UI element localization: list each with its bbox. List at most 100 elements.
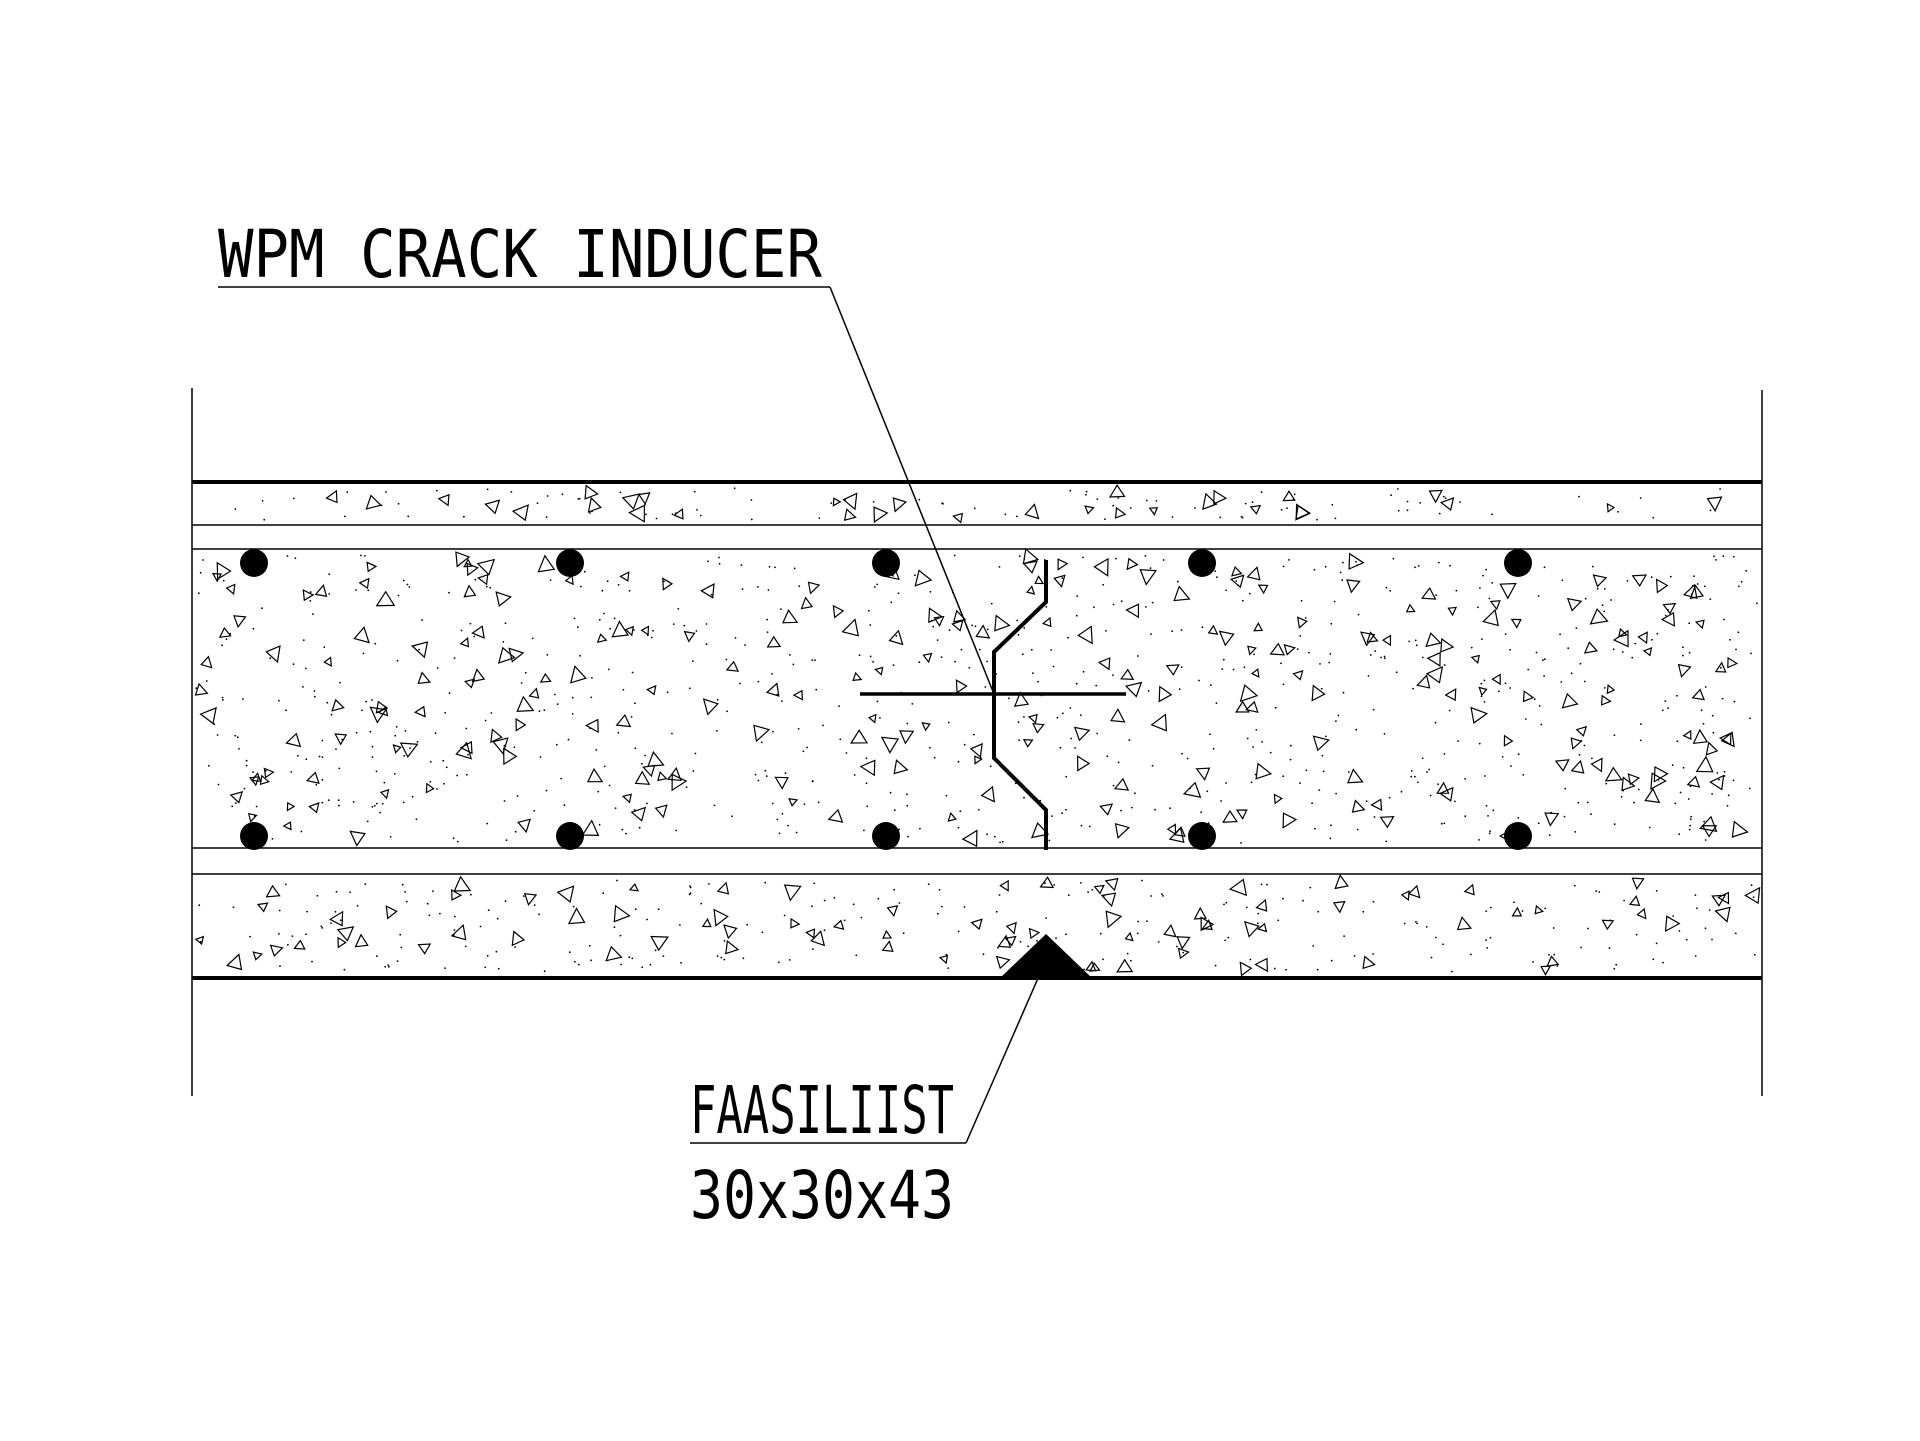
aggregate-dot bbox=[1622, 789, 1624, 792]
chamfer-strip-triangle bbox=[1000, 934, 1092, 978]
aggregate-dot bbox=[1745, 569, 1748, 572]
aggregate-dot bbox=[326, 701, 329, 704]
aggregate-dot bbox=[1574, 831, 1577, 833]
aggregate-dot bbox=[858, 654, 861, 656]
aggregate-mark bbox=[596, 633, 608, 644]
rebar bbox=[1504, 549, 1532, 577]
aggregate-dot bbox=[495, 950, 498, 953]
aggregate-mark bbox=[882, 929, 893, 939]
aggregate-mark bbox=[766, 635, 782, 648]
aggregate-dot bbox=[1639, 739, 1642, 742]
aggregate-dot bbox=[216, 734, 219, 736]
aggregate-dot bbox=[1504, 633, 1507, 635]
aggregate-dot bbox=[199, 571, 202, 574]
aggregate-dot bbox=[1438, 512, 1441, 515]
aggregate-dot bbox=[1689, 818, 1692, 821]
aggregate-dot bbox=[1023, 558, 1026, 560]
aggregate-dot bbox=[486, 822, 489, 825]
aggregate-dot bbox=[750, 518, 753, 521]
aggregate-dot bbox=[1150, 633, 1152, 635]
aggregate-dot bbox=[571, 696, 574, 699]
aggregate-dot bbox=[873, 586, 876, 588]
aggregate-dot bbox=[1171, 630, 1174, 633]
rebar bbox=[556, 822, 584, 850]
aggregate-mark bbox=[1583, 641, 1599, 654]
aggregate-dot bbox=[292, 663, 295, 666]
aggregate-dot bbox=[1575, 627, 1578, 629]
aggregate-dot bbox=[622, 688, 625, 691]
aggregate-mark bbox=[1013, 691, 1030, 707]
aggregate-dot bbox=[1096, 732, 1099, 735]
aggregate-dot bbox=[252, 771, 255, 773]
aggregate-dot bbox=[1459, 501, 1461, 503]
aggregate-mark bbox=[654, 804, 668, 819]
aggregate-dot bbox=[662, 955, 665, 957]
aggregate-mark bbox=[1470, 706, 1489, 724]
aggregate-dot bbox=[1542, 659, 1544, 662]
aggregate-dot bbox=[1137, 920, 1139, 923]
aggregate-dot bbox=[1655, 942, 1658, 945]
aggregate-dot bbox=[1112, 674, 1114, 676]
aggregate-dot bbox=[1296, 648, 1299, 650]
aggregate-dot bbox=[795, 831, 798, 834]
aggregate-dot bbox=[539, 756, 542, 758]
aggregate-dot bbox=[369, 730, 372, 733]
aggregate-dot bbox=[984, 686, 987, 688]
aggregate-mark bbox=[1642, 646, 1653, 657]
aggregate-dot bbox=[1331, 503, 1334, 506]
aggregate-dot bbox=[591, 677, 593, 679]
aggregate-dot bbox=[957, 760, 960, 763]
aggregate-dot bbox=[1112, 504, 1115, 507]
aggregate-dot bbox=[197, 592, 200, 595]
aggregate-mark bbox=[528, 687, 540, 699]
aggregate-dot bbox=[1661, 709, 1664, 712]
aggregate-dot bbox=[688, 687, 691, 690]
aggregate-mark bbox=[1686, 775, 1701, 788]
aggregate-dot bbox=[866, 805, 869, 808]
aggregate-dot bbox=[1487, 815, 1489, 817]
aggregate-mark bbox=[392, 744, 402, 754]
aggregate-dot bbox=[1448, 709, 1451, 712]
aggregate-dot bbox=[297, 754, 299, 757]
aggregate-dot bbox=[631, 957, 634, 960]
aggregate-dot bbox=[725, 658, 728, 661]
aggregate-dot bbox=[954, 660, 956, 663]
aggregate-dot bbox=[415, 818, 418, 821]
aggregate-mark bbox=[832, 919, 845, 931]
aggregate-dot bbox=[428, 914, 431, 917]
aggregate-dot bbox=[1232, 668, 1235, 671]
aggregate-dot bbox=[716, 955, 719, 957]
aggregate-dot bbox=[292, 497, 295, 500]
aggregate-dot bbox=[1406, 500, 1409, 503]
aggregate-dot bbox=[434, 732, 437, 734]
aggregate-mark bbox=[1201, 919, 1213, 931]
aggregate-dot bbox=[473, 635, 476, 638]
aggregate-dot bbox=[982, 953, 985, 956]
aggregate-dot bbox=[1337, 714, 1340, 717]
aggregate-dot bbox=[442, 759, 445, 762]
aggregate-dot bbox=[1088, 825, 1091, 828]
aggregate-mark bbox=[1695, 755, 1714, 773]
aggregate-dot bbox=[788, 654, 791, 656]
aggregate-dot bbox=[371, 756, 374, 758]
aggregate-mark bbox=[353, 626, 370, 644]
aggregate-dot bbox=[1419, 502, 1422, 504]
aggregate-mark bbox=[1173, 585, 1191, 602]
aggregate-dot bbox=[902, 932, 905, 935]
aggregate-mark bbox=[1664, 915, 1681, 933]
aggregate-dot bbox=[1255, 729, 1258, 731]
aggregate-dot bbox=[940, 656, 943, 658]
aggregate-mark bbox=[1105, 910, 1123, 929]
aggregate-dot bbox=[1749, 717, 1751, 720]
aggregate-dot bbox=[1634, 642, 1637, 645]
aggregate-mark bbox=[1714, 661, 1727, 673]
aggregate-mark bbox=[951, 619, 964, 632]
aggregate-dot bbox=[1577, 801, 1580, 804]
aggregate-mark bbox=[628, 504, 646, 523]
aggregate-dot bbox=[1146, 920, 1148, 922]
aggregate-dot bbox=[959, 810, 962, 813]
aggregate-dot bbox=[567, 738, 570, 741]
aggregate-dot bbox=[811, 905, 813, 908]
aggregate-mark bbox=[1592, 574, 1608, 588]
aggregate-mark bbox=[1660, 611, 1676, 627]
